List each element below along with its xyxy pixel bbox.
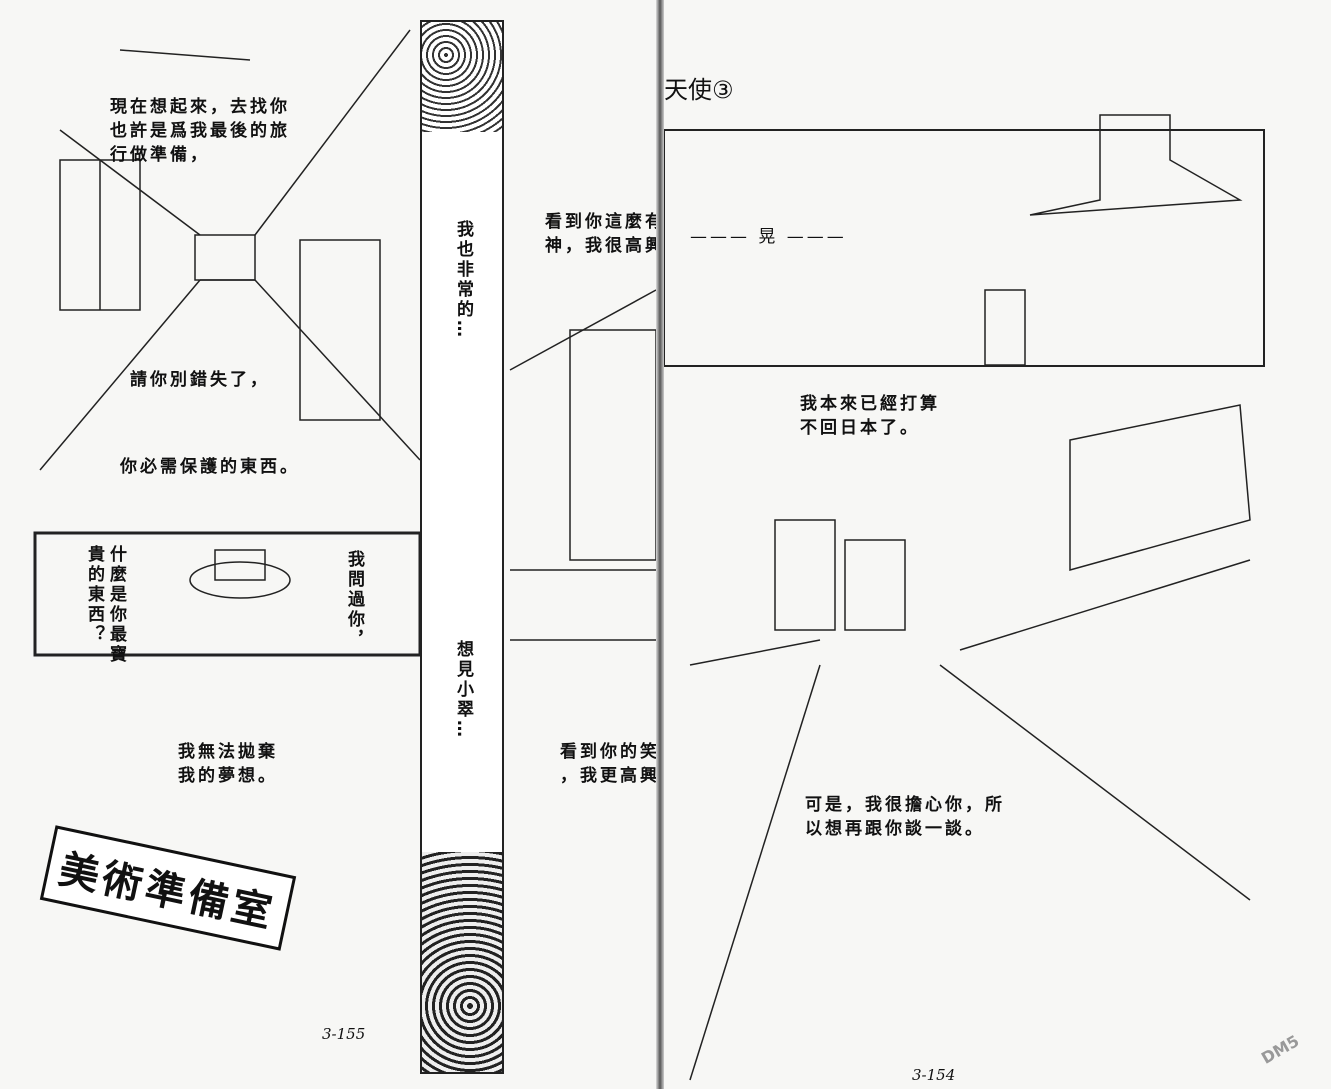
book-spine	[656, 0, 664, 1089]
sound-effect: ——— 晃 ———	[690, 227, 847, 247]
speech-vertical: 我也非常的…	[453, 220, 473, 340]
narration: 現在想起來，去找你 也許是爲我最後的旅 行做準備，	[110, 97, 290, 165]
page-number: 3-155	[322, 1025, 366, 1043]
vertical-strip-panel	[420, 20, 504, 1074]
narration: 看到你的笑 ，我更高興	[560, 742, 656, 786]
screentone-bottom	[422, 852, 502, 1072]
speech-vertical: 想見小翠…	[453, 640, 473, 740]
narration: 請你別錯失了，	[130, 370, 270, 390]
page-number: 3-154	[912, 1066, 956, 1084]
speech-vertical: 什麼是你最寶 貴的東西？	[84, 545, 126, 665]
narration: 我本來已經打算 不回日本了。	[800, 394, 940, 438]
narration: 我無法拋棄 我的夢想。	[178, 742, 278, 786]
speech-vertical: 我問過你，	[344, 550, 364, 650]
corridor-illustration	[39, 29, 421, 471]
screentone-top	[422, 22, 502, 132]
narration: 你必需保護的東西。	[120, 457, 300, 477]
narration: 可是，我很擔心你，所 以想再跟你談一談。	[805, 795, 1005, 839]
narration: 看到你這麼有 神，我很高興	[545, 212, 656, 256]
chapter-title: 天使③	[664, 76, 734, 104]
